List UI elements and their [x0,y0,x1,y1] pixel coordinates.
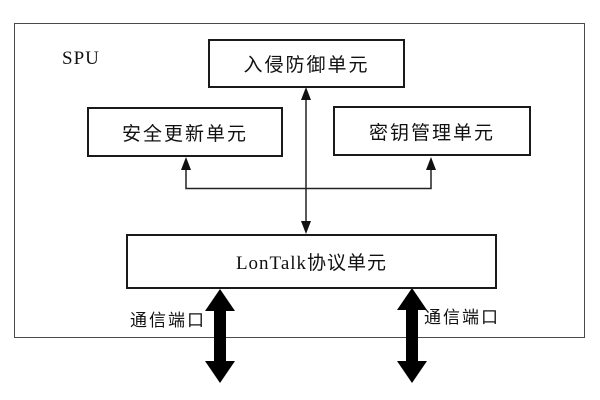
node-label: 安全更新单元 [121,123,248,145]
node-key-management-unit: 密钥管理单元 [333,106,531,156]
node-label: LonTalk协议单元 [235,253,388,274]
node-intrusion-prevention-unit: 入侵防御单元 [208,39,405,88]
spu-container-box [14,23,585,338]
node-security-update-unit: 安全更新单元 [87,107,283,157]
node-lontalk-protocol-unit: LonTalk协议单元 [126,234,497,289]
node-label: 密钥管理单元 [368,122,495,144]
spu-container-label: SPU [62,48,100,69]
node-label: 入侵防御单元 [243,55,370,76]
comm-port-label-right: 通信端口 [424,308,500,327]
comm-port-label-left: 通信端口 [130,311,206,330]
